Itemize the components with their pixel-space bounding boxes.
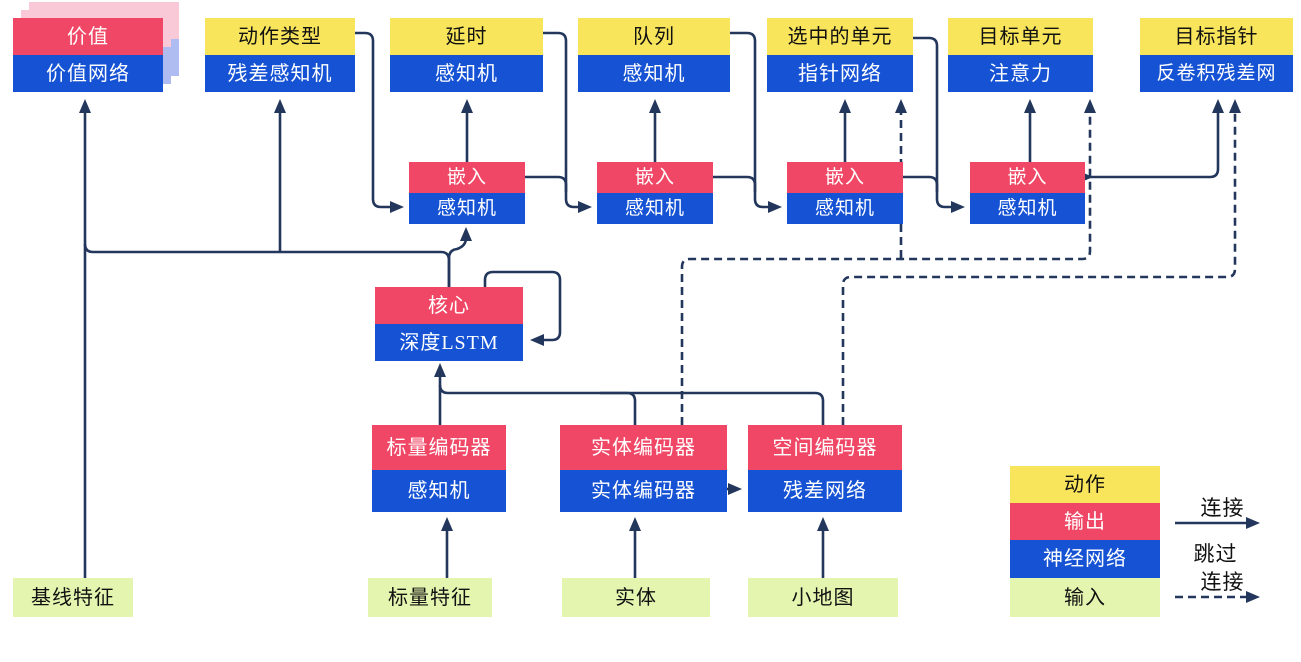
conn-queue-to-embedding3 xyxy=(730,31,782,213)
entity-encoder-label: 实体编码器 xyxy=(560,425,727,470)
skip-spatial-to-deconv xyxy=(841,99,1241,425)
conn-action-to-embedding1 xyxy=(355,31,404,213)
scalar-encoder: 标量编码器 感知机 xyxy=(372,425,506,512)
head-queue-label: 队列 xyxy=(578,18,730,55)
head-deconv-resnet-label: 反卷积残差网 xyxy=(1140,55,1293,92)
head-queue: 队列 感知机 xyxy=(578,18,730,92)
embedding-2-mlp-label: 感知机 xyxy=(597,193,713,224)
entities-label: 实体 xyxy=(562,578,710,617)
conn-embedding4-to-target-pointer xyxy=(1089,99,1224,179)
spatial-encoder: 空间编码器 残差网络 xyxy=(748,425,902,512)
conn-core-self-loop xyxy=(483,270,562,346)
scalar-features-label: 标量特征 xyxy=(368,578,492,617)
spatial-encoder-label: 空间编码器 xyxy=(748,425,902,470)
head-target-unit: 目标单元 注意力 xyxy=(948,18,1093,92)
conn-entity-encoder-collector xyxy=(600,391,637,425)
legend-skip-label-line2: 连接 xyxy=(1200,570,1245,594)
conn-embedding2-chain xyxy=(713,175,757,192)
head-pointer-network-label: 指针网络 xyxy=(767,55,913,92)
scalar-encoder-mlp-label: 感知机 xyxy=(372,470,506,512)
embedding-4: 嵌入 感知机 xyxy=(970,162,1085,224)
legend-network-label: 神经网络 xyxy=(1010,540,1160,578)
deep-lstm-label: 深度LSTM xyxy=(375,324,523,361)
core-label: 核心 xyxy=(375,287,523,324)
conn-selected-to-embedding4 xyxy=(913,36,965,213)
embedding-3: 嵌入 感知机 xyxy=(787,162,903,224)
minimap-label: 小地图 xyxy=(748,578,898,617)
scalar-encoder-label: 标量编码器 xyxy=(372,425,506,470)
conn-delay-to-embedding2 xyxy=(543,31,592,213)
head-action-type: 动作类型 残差感知机 xyxy=(205,18,355,92)
entity-encoder: 实体编码器 实体编码器 xyxy=(560,425,727,512)
head-selected-units: 选中的单元 指针网络 xyxy=(767,18,913,92)
conn-core-collector-left xyxy=(83,243,451,287)
head-value: 价值 价值网络 xyxy=(13,18,163,92)
head-selected-units-label: 选中的单元 xyxy=(767,18,913,55)
residual-network-label: 残差网络 xyxy=(748,470,902,512)
head-delay: 延时 感知机 xyxy=(390,18,543,92)
conn-spatial-encoder-collector xyxy=(438,384,825,425)
embedding-3-mlp-label: 感知机 xyxy=(787,193,903,224)
legend-output-label: 输出 xyxy=(1010,503,1160,540)
head-action-type-label: 动作类型 xyxy=(205,18,355,55)
legend-input-label: 输入 xyxy=(1010,578,1160,617)
input-minimap: 小地图 xyxy=(748,578,898,617)
conn-embedding3-chain xyxy=(903,175,939,192)
skip-entity-to-attention xyxy=(680,99,1096,425)
head-delay-network-label: 感知机 xyxy=(390,55,543,92)
embedding-4-mlp-label: 感知机 xyxy=(970,193,1085,224)
legend-color-key: 动作 输出 神经网络 输入 xyxy=(1010,466,1160,617)
input-entities: 实体 xyxy=(562,578,710,617)
head-target-pointer: 目标指针 反卷积残差网 xyxy=(1140,18,1293,92)
input-baseline-features: 基线特征 xyxy=(13,578,133,617)
entity-encoder-net-label: 实体编码器 xyxy=(560,470,727,512)
head-target-unit-label: 目标单元 xyxy=(948,18,1093,55)
head-value-output-label: 价值 xyxy=(13,18,163,55)
legend-action-label: 动作 xyxy=(1010,466,1160,503)
legend-skip-label-line1: 跳过 xyxy=(1193,542,1238,566)
embedding-4-label: 嵌入 xyxy=(970,162,1085,193)
embedding-1-mlp-label: 感知机 xyxy=(409,193,525,224)
input-scalar-features: 标量特征 xyxy=(368,578,492,617)
head-attention-label: 注意力 xyxy=(948,55,1093,92)
head-queue-network-label: 感知机 xyxy=(578,55,730,92)
embedding-1: 嵌入 感知机 xyxy=(409,162,525,224)
head-delay-label: 延时 xyxy=(390,18,543,55)
embedding-1-label: 嵌入 xyxy=(409,162,525,193)
baseline-features-label: 基线特征 xyxy=(13,578,133,617)
head-value-network-label: 价值网络 xyxy=(13,55,163,92)
conn-embedding1-chain xyxy=(525,175,568,192)
legend-solid-connection-label: 连接 xyxy=(1200,496,1245,520)
embedding-2-label: 嵌入 xyxy=(597,162,713,193)
head-target-pointer-label: 目标指针 xyxy=(1140,18,1293,55)
embedding-2: 嵌入 感知机 xyxy=(597,162,713,224)
conn-core-to-embedding1 xyxy=(447,227,472,287)
head-action-network-label: 残差感知机 xyxy=(205,55,355,92)
core-block: 核心 深度LSTM xyxy=(375,287,523,361)
embedding-3-label: 嵌入 xyxy=(787,162,903,193)
